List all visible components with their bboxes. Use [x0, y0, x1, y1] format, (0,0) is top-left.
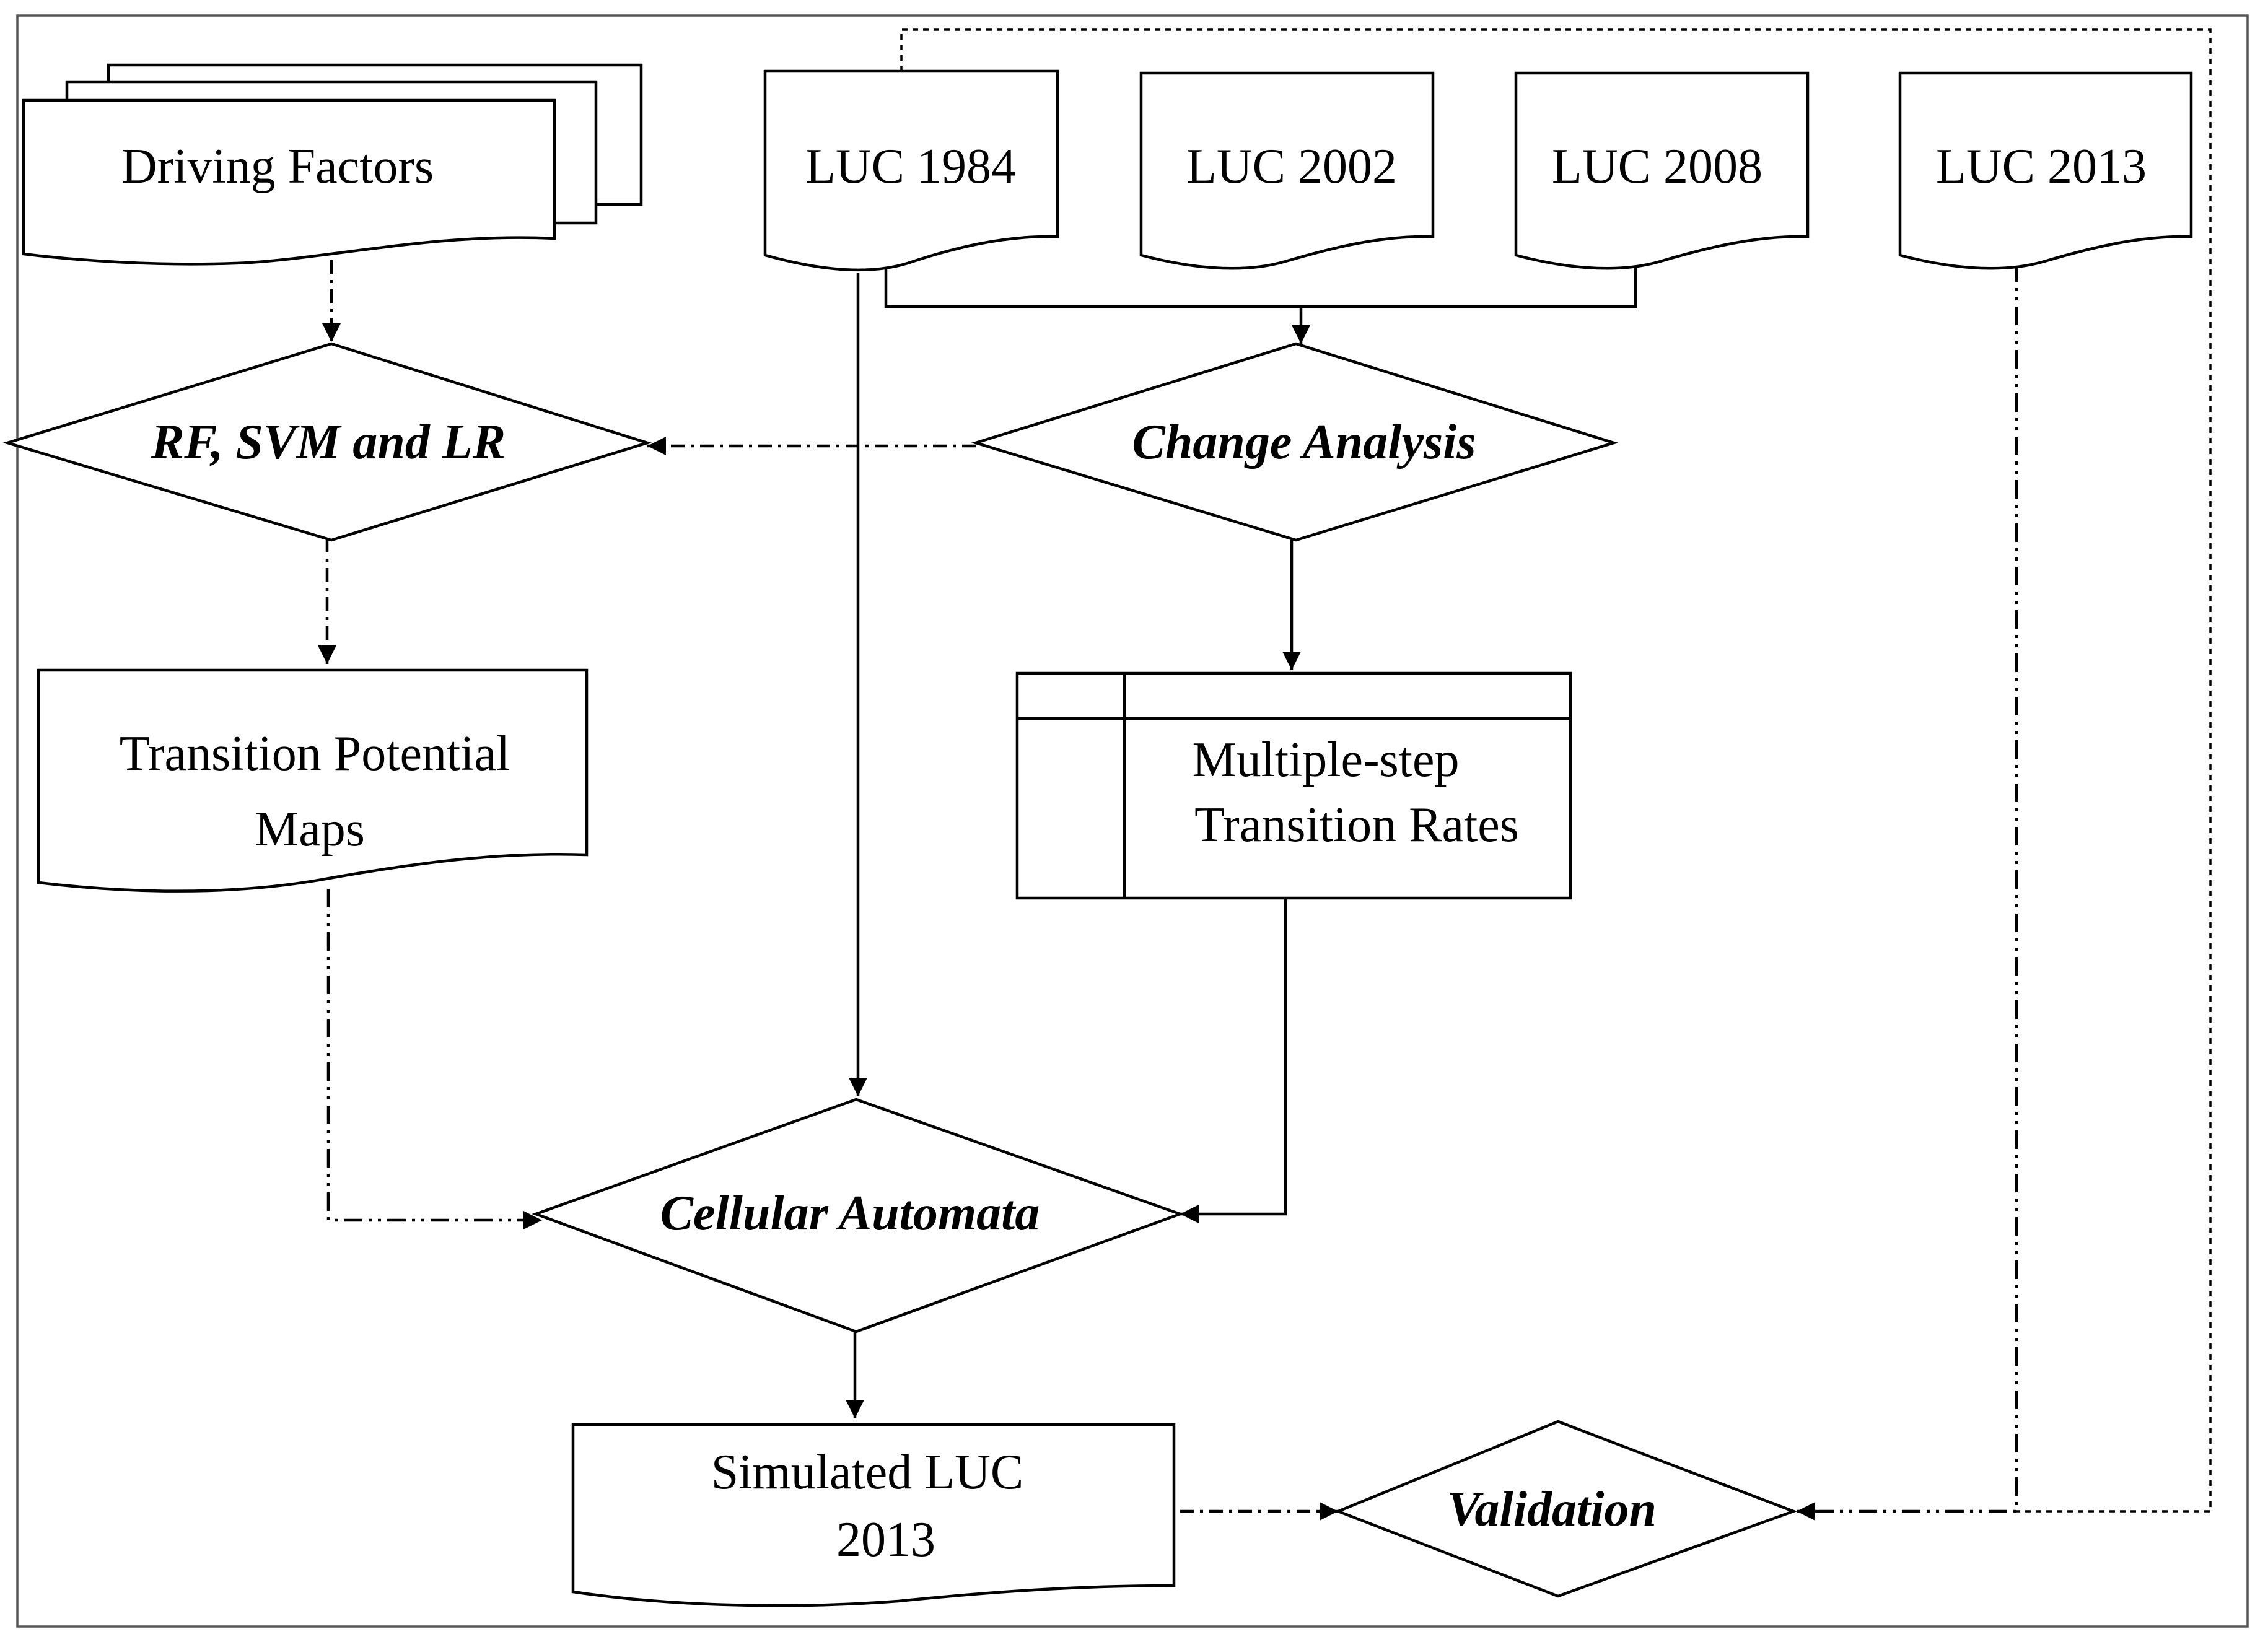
- driving-factors-label: Driving Factors: [121, 139, 434, 194]
- cellular-automata-diamond: Cellular Automata: [532, 1098, 1184, 1334]
- luc-1984-doc: LUC 1984: [763, 69, 1059, 272]
- transition-potential-doc: Transition Potential Maps: [37, 668, 589, 893]
- transition-rates-box: Multiple-step Transition Rates: [1015, 671, 1572, 900]
- luc-2013-doc: LUC 2013: [1898, 71, 2193, 270]
- driving-factors-doc: Driving Factors: [22, 63, 643, 266]
- luc-2008-label: LUC 2008: [1552, 139, 1762, 194]
- simulated-luc-line2: 2013: [836, 1513, 935, 1567]
- luc-2002-doc: LUC 2002: [1139, 71, 1435, 270]
- change-analysis-diamond: Change Analysis: [971, 342, 1619, 542]
- transition-potential-line2: Maps: [255, 802, 365, 857]
- validation-label: Validation: [1447, 1482, 1657, 1537]
- luc-1984-label: LUC 1984: [805, 139, 1016, 194]
- outer-frame: [16, 14, 2249, 1628]
- rf-svm-lr-diamond: RF, SVM and LR: [2, 342, 652, 542]
- transition-potential-line1: Transition Potential: [120, 727, 510, 781]
- luc-2013-label: LUC 2013: [1936, 139, 2147, 194]
- simulated-luc-line1: Simulated LUC: [711, 1445, 1023, 1500]
- connector-potential-to-ca: [326, 889, 542, 1229]
- transition-rates-line1: Multiple-step: [1192, 733, 1459, 787]
- connector-dotted-loop: [900, 28, 2212, 1513]
- luc-2002-label: LUC 2002: [1186, 139, 1397, 194]
- change-analysis-label: Change Analysis: [1132, 415, 1476, 469]
- cellular-automata-label: Cellular Automata: [660, 1186, 1040, 1241]
- transition-rates-line2: Transition Rates: [1194, 798, 1519, 852]
- simulated-luc-doc: Simulated LUC 2013: [571, 1423, 1176, 1607]
- connector-luc-bracket: [884, 260, 1637, 308]
- connector-rates-to-ca: [1180, 898, 1287, 1223]
- connector-luc2013-to-validation: [1797, 263, 2018, 1521]
- luc-2008-doc: LUC 2008: [1514, 71, 1810, 270]
- validation-diamond: Validation: [1334, 1420, 1798, 1598]
- rf-svm-lr-label: RF, SVM and LR: [151, 415, 506, 469]
